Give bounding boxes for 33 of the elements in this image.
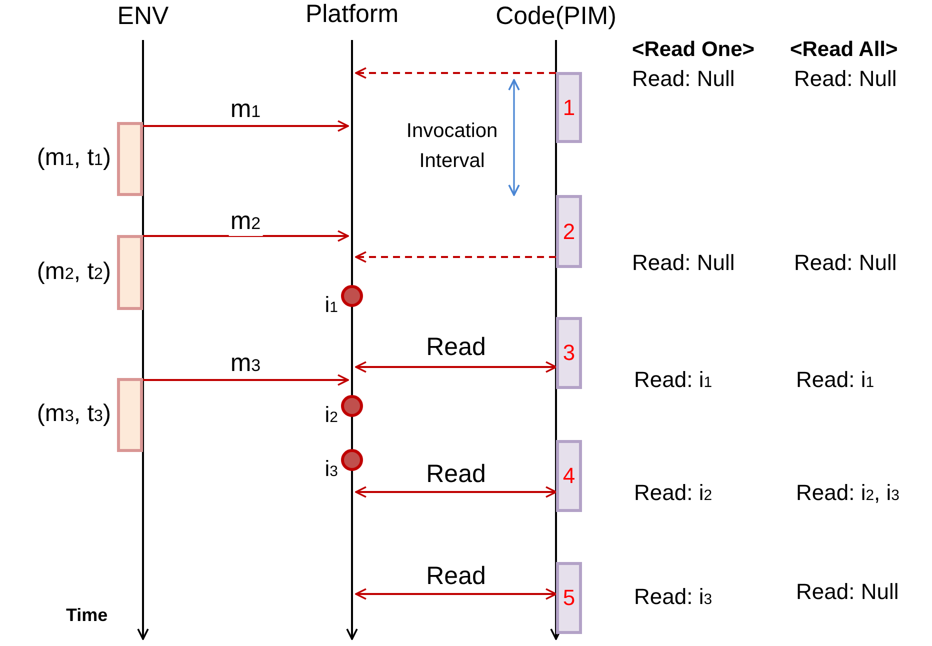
column-heading: <Read One> — [632, 38, 755, 62]
message-arrow — [143, 230, 349, 242]
lifeline-heading: Code(PIM) — [496, 2, 616, 31]
activation-box — [556, 317, 582, 389]
read-result: Read: Null — [632, 66, 735, 92]
step-number: 4 — [562, 463, 576, 489]
lifeline-heading: ENV — [117, 2, 169, 31]
message-arrow — [355, 251, 556, 263]
message-arrow — [355, 361, 557, 373]
activation-box — [556, 72, 582, 143]
step-number: 3 — [562, 340, 576, 366]
column-heading: <Read All> — [790, 38, 898, 62]
activation-box — [556, 562, 582, 634]
read-result: Read: Null — [794, 66, 897, 92]
activation-box — [117, 235, 143, 310]
activation-box — [117, 122, 143, 196]
read-result: Read: Null — [632, 250, 735, 276]
activation-box — [556, 440, 582, 512]
step-number: 2 — [562, 218, 576, 244]
activation-box — [556, 195, 582, 268]
message-arrow — [355, 67, 556, 79]
read-result: Read: Null — [796, 579, 899, 605]
message-arrow — [355, 588, 557, 600]
read-result: Read: Null — [794, 250, 897, 276]
step-number: 1 — [562, 94, 576, 120]
axis-label: Time — [66, 605, 108, 626]
message-arrow — [143, 374, 349, 386]
lifeline-heading: Platform — [305, 0, 399, 29]
interval-label: Invocation Interval — [405, 119, 499, 174]
step-number: 5 — [562, 585, 576, 611]
activation-box — [117, 378, 143, 452]
message-arrow — [355, 486, 557, 498]
message-arrow — [143, 120, 349, 132]
